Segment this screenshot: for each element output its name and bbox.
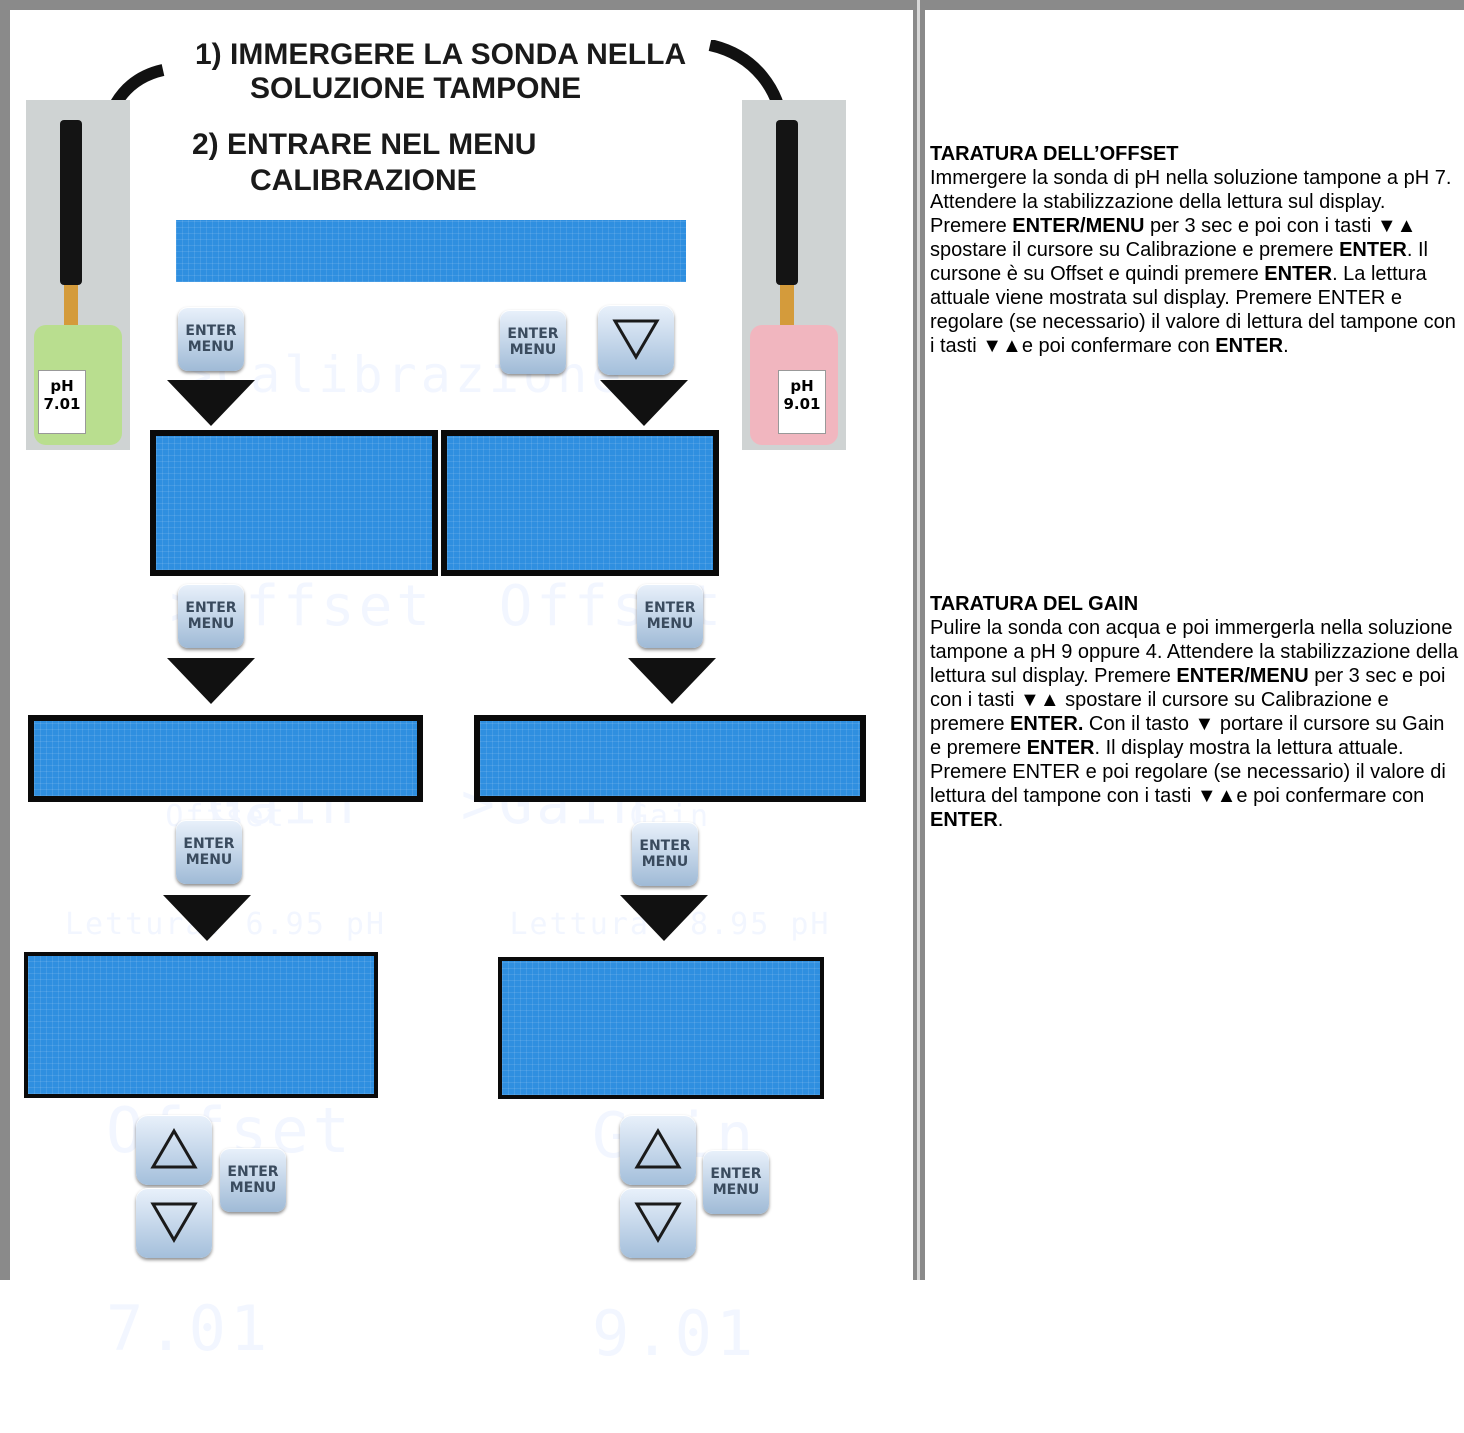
lcd-line: 7.01 <box>106 1292 272 1365</box>
flow-arrow-icon <box>167 658 255 704</box>
buffer-bottle-ph7: pH 7.01 <box>26 100 130 450</box>
flow-arrow-icon <box>628 658 716 704</box>
enter-menu-button[interactable]: ENTER MENU <box>703 1150 769 1214</box>
body-text: per 3 sec e poi con i tasti ▼▲ spostare … <box>930 665 1446 735</box>
gain-section: TARATURA DEL GAIN Pulire la sonda con ac… <box>930 592 1460 832</box>
body-bold: ENTER <box>930 809 998 831</box>
body-text: . La lettura attuale viene mostrata sul … <box>930 263 1456 357</box>
lcd-gain-reading: Gain Lettura: 8.95 pH <box>474 715 866 942</box>
lcd-gain-value: Gain 9.01 <box>498 957 824 1367</box>
up-arrow-button[interactable] <box>620 1115 696 1185</box>
key-label: MENU <box>187 616 235 632</box>
body-text: Pulire la sonda con acqua e poi immerger… <box>930 617 1459 687</box>
flow-arrow-icon <box>167 380 255 426</box>
buffer-bottle-ph9: pH 9.01 <box>742 100 846 450</box>
lcd-offset-reading: Offset Lettura: 6.95 pH <box>28 715 423 942</box>
enter-menu-button[interactable]: ENTER MENU <box>220 1148 286 1212</box>
flow-arrow-icon <box>163 895 251 941</box>
key-label: MENU <box>187 339 235 355</box>
body-text: . Il display mostra la lettura attuale. … <box>930 737 1446 807</box>
down-arrow-button[interactable] <box>598 305 674 375</box>
enter-menu-button[interactable]: ENTER MENU <box>176 820 242 884</box>
probe-cable-icon <box>60 120 82 285</box>
body-text: . Il cursone è su Offset e quindi premer… <box>930 239 1428 285</box>
body-text: . <box>1283 335 1289 357</box>
lcd-calibrazione: >Calibrazione <box>176 220 686 404</box>
body-bold: ENTER <box>1339 239 1407 261</box>
up-arrow-button[interactable] <box>136 1115 212 1185</box>
enter-menu-button[interactable]: ENTER MENU <box>637 584 703 648</box>
key-label: MENU <box>646 616 694 632</box>
triangle-up-icon <box>150 1128 198 1169</box>
bottle-label-value: 7.01 <box>43 395 81 413</box>
lcd-offset-value: Offset 7.01 <box>24 952 378 1362</box>
body-text: per 3 sec e poi con i tasti ▼▲ spostare … <box>930 215 1417 261</box>
key-label: ENTER <box>710 1166 762 1182</box>
offset-section-title: TARATURA DELL’OFFSET <box>930 143 1179 165</box>
down-arrow-button[interactable] <box>136 1188 212 1258</box>
triangle-down-icon <box>634 1202 682 1243</box>
key-label: ENTER <box>183 836 235 852</box>
bottle-label-right: pH 9.01 <box>778 370 826 434</box>
probe-cable-icon <box>776 120 798 285</box>
bottle-label-unit: pH <box>790 377 814 395</box>
body-bold: ENTER <box>1264 263 1333 285</box>
enter-menu-button[interactable]: ENTER MENU <box>178 584 244 648</box>
body-text: Con il tasto ▼ portare il cursore su Gai… <box>930 713 1445 759</box>
body-bold: ENTER. <box>1010 713 1084 735</box>
triangle-up-icon <box>634 1128 682 1169</box>
key-label: ENTER <box>185 323 237 339</box>
step1-line2: SOLUZIONE TAMPONE <box>250 72 582 105</box>
flow-arrow-icon <box>600 380 688 426</box>
body-bold: ENTER/MENU <box>1012 215 1145 237</box>
lcd-line: 9.01 <box>592 1297 758 1370</box>
step1-line1: 1) IMMERGERE LA SONDA NELLA <box>195 38 687 71</box>
body-bold: ENTER <box>1026 737 1095 759</box>
key-label: MENU <box>509 342 557 358</box>
key-label: MENU <box>712 1182 760 1198</box>
key-label: ENTER <box>227 1164 279 1180</box>
key-label: ENTER <box>639 838 691 854</box>
key-label: ENTER <box>185 600 237 616</box>
offset-section: TARATURA DELL’OFFSET Immergere la sonda … <box>930 142 1460 358</box>
lcd-menu-offset-selected: >Offset Gain <box>150 430 438 837</box>
bottle-label-unit: pH <box>50 377 74 395</box>
frame-divider <box>913 0 925 1280</box>
enter-menu-button[interactable]: ENTER MENU <box>632 822 698 886</box>
lcd-menu-gain-selected: Offset >Gain <box>441 430 721 837</box>
enter-menu-button[interactable]: ENTER MENU <box>178 307 244 371</box>
key-label: ENTER <box>507 326 559 342</box>
body-bold: ENTER/MENU <box>1176 665 1309 687</box>
gain-section-body: Pulire la sonda con acqua e poi immerger… <box>930 616 1460 832</box>
step2-line1: 2) ENTRARE NEL MENU <box>192 128 537 161</box>
enter-menu-button[interactable]: ENTER MENU <box>500 310 566 374</box>
bottle-label-value: 9.01 <box>783 395 821 413</box>
bottle-label-left: pH 7.01 <box>38 370 86 434</box>
key-label: MENU <box>185 852 233 868</box>
triangle-down-icon <box>150 1202 198 1243</box>
body-text: Immergere la sonda di pH nella soluzione… <box>930 167 1452 237</box>
flow-arrow-icon <box>620 895 708 941</box>
key-label: MENU <box>641 854 689 870</box>
key-label: ENTER <box>644 600 696 616</box>
body-bold: ENTER <box>1215 335 1284 357</box>
body-text: . <box>997 809 1004 831</box>
key-label: MENU <box>229 1180 277 1196</box>
frame-left-border <box>0 0 10 1280</box>
frame-top-border <box>0 0 1464 10</box>
gain-section-title: TARATURA DEL GAIN <box>930 593 1139 615</box>
triangle-down-icon <box>612 319 660 360</box>
offset-section-body: Immergere la sonda di pH nella soluzione… <box>930 166 1460 358</box>
down-arrow-button[interactable] <box>620 1188 696 1258</box>
step2-line2: CALIBRAZIONE <box>250 164 477 197</box>
